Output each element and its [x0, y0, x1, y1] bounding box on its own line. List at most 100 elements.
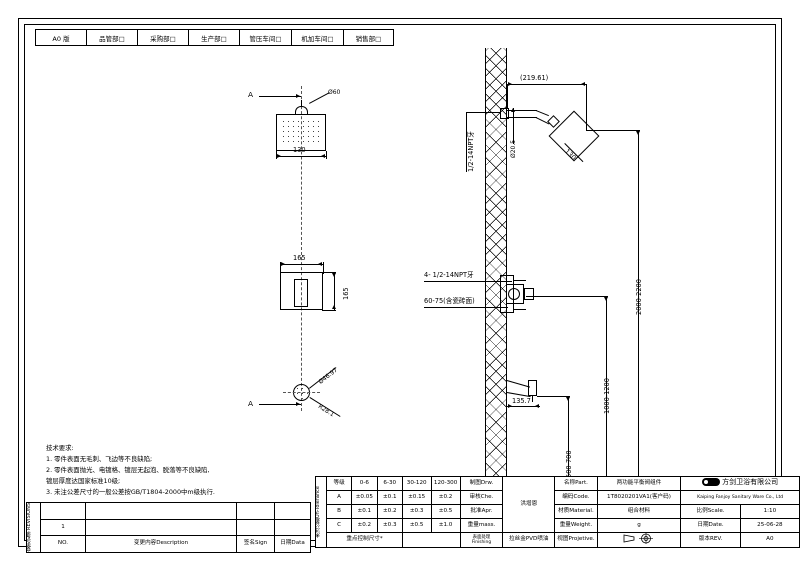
revision-no-cell-0[interactable] — [40, 502, 86, 520]
key-dimension-value[interactable] — [401, 532, 461, 548]
arm-projection-dim-line — [507, 84, 586, 85]
body-height-ext-top — [322, 272, 336, 273]
thread-top-label: 1/2-14NPT牙 — [467, 131, 475, 172]
shower-height-dim-line — [638, 130, 639, 540]
section-arrow-top-head — [296, 94, 300, 98]
section-arrow-top-line — [259, 96, 301, 97]
dept-tab-quality[interactable]: 品管部□ — [87, 29, 138, 46]
valve-bottom-line — [514, 309, 526, 310]
valve-body-inner — [294, 279, 308, 307]
right-value-date: 25-06-28 — [739, 518, 800, 533]
right-label-scale: 比例Scale. — [680, 504, 741, 519]
shower-height-ext — [586, 130, 640, 131]
projection-symbol-svg — [623, 533, 653, 544]
valve-height-ext — [526, 296, 608, 297]
spout-height-label: 500-700 — [565, 450, 573, 478]
tolerance-b-0-6: ±0.1 — [350, 504, 378, 519]
tolerance-b-120-300: ±0.5 — [430, 504, 461, 519]
tolerance-side-label: 未注公差Un-Tolerance — [314, 476, 328, 548]
arm-projection-ext-right — [586, 84, 587, 130]
body-height-ext-bottom — [322, 310, 336, 311]
revision-header-row: NO. 变更内容Description 签名Sign 日期Data — [27, 535, 311, 553]
spout-projection-label: 135.7 — [512, 397, 531, 405]
tolerance-c-6-30: ±0.3 — [376, 518, 403, 533]
thread-top-leader-v — [466, 112, 467, 172]
field-label-code: 编码Code. — [554, 490, 598, 505]
dia60-label: Ø60 — [328, 89, 341, 96]
revision-header-sign: 签名Sign — [236, 535, 275, 553]
revision-date-cell-0[interactable] — [274, 502, 311, 520]
first-angle-projection-icon — [622, 533, 656, 544]
revision-sign-cell-0[interactable] — [236, 502, 275, 520]
head-width-ext-right — [326, 151, 327, 159]
revision-date-cell-1[interactable] — [274, 518, 311, 537]
approval-label-apr: 批准Apr. — [459, 504, 504, 519]
head-width-label: 130 — [293, 146, 306, 154]
company-name-cn: 方剑卫浴有限公司 — [722, 477, 779, 486]
dept-tab-sales[interactable]: 销售部□ — [344, 29, 394, 46]
spout-outlet — [528, 380, 537, 396]
title-block-row-3: B ±0.1 ±0.2 ±0.3 ±0.5 批准Apr. 材质Material.… — [316, 504, 800, 519]
revision-sign-cell-1[interactable] — [236, 518, 275, 537]
projection-symbol-cell — [596, 532, 682, 548]
body-height-dim-line — [334, 272, 335, 310]
section-letter-top: A — [248, 90, 254, 99]
valve-top-line — [514, 280, 526, 281]
thread-note-leader — [424, 281, 512, 282]
notes-line-1: 1. 零件表面无毛刺、飞边等不良缺陷; — [46, 455, 153, 464]
valve-cartridge — [508, 288, 520, 300]
dept-tab-a0[interactable]: A0 版 — [35, 29, 87, 46]
dept-tab-press-shop[interactable]: 管压车间□ — [240, 29, 292, 46]
tolerance-col-grade: 等级 — [326, 476, 352, 491]
body-width-ext-right — [323, 262, 324, 274]
body-width-dim-line — [280, 264, 323, 265]
company-name-en-cell: Kaiping Fanjoy Sanitary Ware Co., Ltd — [680, 490, 800, 505]
surface-value: 拉丝金PVD喷油 — [502, 532, 556, 548]
dept-tab-machine-shop[interactable]: 机加车间□ — [292, 29, 344, 46]
field-value-weight: g — [596, 518, 682, 533]
field-label-weight: 重量Weight. — [554, 518, 598, 533]
tolerance-grade-c: C — [326, 518, 352, 533]
arm-projection-ext-left — [507, 84, 508, 108]
pipe-dia-dim-line — [513, 108, 514, 144]
pipe-dia-label: Ø20.5 — [510, 139, 517, 158]
tolerance-grade-b: B — [326, 504, 352, 519]
body-height-label: 165 — [342, 287, 350, 300]
revision-header-date: 日期Data — [274, 535, 311, 553]
approval-label-drw: 制图Drw. — [459, 476, 504, 491]
revision-no-cell-1[interactable]: 1 — [40, 518, 86, 537]
department-tab-row: A0 版 品管部□ 采购部□ 生产部□ 管压车间□ 机加车间□ 销售部□ — [35, 29, 394, 46]
spout-height-dim-line — [568, 396, 569, 540]
body-height-arrow-top — [332, 273, 336, 277]
shower-stem — [301, 100, 302, 107]
revision-desc-cell-1[interactable] — [85, 518, 237, 537]
valve-height-dim-line — [606, 296, 607, 540]
title-block-row-2: A ±0.05 ±0.1 ±0.15 ±0.2 审核Che. 编码Code. 1… — [316, 490, 800, 505]
dept-tab-purchase[interactable]: 采购部□ — [138, 29, 189, 46]
spout-height-ext — [537, 396, 570, 397]
arm-projection-label: (219.61) — [520, 74, 549, 82]
approval-label-mass: 重量mass. — [459, 518, 504, 533]
revision-side-label-text: 变更记录 REVISIONS — [26, 503, 33, 552]
dept-tab-production[interactable]: 生产部□ — [189, 29, 240, 46]
approver-name: 洪增恩 — [502, 476, 556, 533]
shower-arm-flange — [500, 108, 509, 119]
field-label-projective: 视图Projetive. — [554, 532, 598, 548]
shower-ball-joint — [295, 106, 308, 115]
notes-line-3: 镀层厚度达国家标准10级; — [46, 477, 121, 486]
revision-desc-cell-0[interactable] — [85, 502, 237, 520]
approval-label-che: 审核Che. — [459, 490, 504, 505]
centerline-vertical — [301, 86, 302, 411]
tolerance-a-0-6: ±0.05 — [350, 490, 378, 505]
tolerance-side-label-text: 未注公差Un-Tolerance — [315, 485, 321, 538]
shower-height-label: 2000-2200 — [635, 279, 643, 315]
tolerance-c-120-300: ±1.0 — [430, 518, 461, 533]
field-value-material: 组合材料 — [596, 504, 682, 519]
head-width-ext-left — [276, 151, 277, 159]
spout-projection-arrow-right — [535, 404, 539, 408]
tolerance-col-30-120: 30-120 — [401, 476, 432, 491]
tolerance-grade-a: A — [326, 490, 352, 505]
revision-header-description: 变更内容Description — [85, 535, 237, 553]
title-block-table: 未注公差Un-Tolerance 等级 0-6 6-30 30-120 120-… — [314, 476, 800, 548]
